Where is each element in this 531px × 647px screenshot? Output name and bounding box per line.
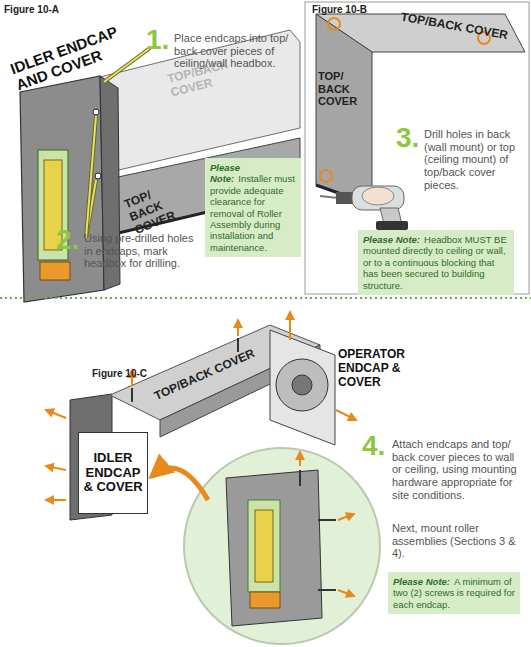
hand bbox=[362, 187, 394, 205]
part-label: OPERATOR ENDCAP & COVER bbox=[338, 348, 418, 389]
cover-piece bbox=[316, 14, 372, 205]
node-text: Please Note:Installer must provide adequ… bbox=[210, 162, 296, 253]
screw bbox=[299, 470, 301, 486]
screw bbox=[318, 589, 336, 591]
step-number: 1. bbox=[146, 24, 176, 56]
drill-bit bbox=[320, 196, 338, 198]
direction-arrow bbox=[299, 452, 301, 466]
step-text: Place endcaps into top/ back cover piece… bbox=[174, 32, 296, 70]
label-panel: IDLER ENDCAP & COVER bbox=[78, 432, 148, 514]
drill-battery bbox=[376, 221, 408, 230]
bracket-slot bbox=[255, 510, 273, 582]
separator bbox=[0, 297, 531, 299]
drill-hole bbox=[93, 109, 99, 115]
leader-line bbox=[86, 116, 96, 238]
direction-arrow bbox=[336, 410, 356, 420]
bracket-clip bbox=[40, 262, 70, 280]
node-label: Installer must provide adequate clearanc… bbox=[210, 173, 295, 252]
figure-frame bbox=[305, 2, 529, 294]
bracket-clip bbox=[250, 592, 280, 608]
node-text: Please Note:A minimum of two (2) screws … bbox=[393, 576, 515, 610]
node-label: IDLER ENDCAP & COVER bbox=[83, 450, 142, 495]
part-label: TOP/ BACK COVER bbox=[318, 70, 372, 108]
note-heading: Please Note: bbox=[363, 234, 420, 245]
step-text: Drill holes in back (wall mount) or top … bbox=[424, 128, 524, 191]
figure-label: Figure 10-B bbox=[312, 4, 402, 16]
curved-arrow bbox=[152, 468, 208, 500]
operator-endcap bbox=[270, 330, 335, 445]
note-heading: Please Note: bbox=[210, 162, 240, 184]
gear-hub bbox=[292, 375, 312, 395]
step-text: Next, mount roller assemblies (Sections … bbox=[392, 522, 520, 560]
figure-label: Figure 10-A bbox=[4, 4, 94, 16]
screw bbox=[237, 338, 239, 352]
note-heading: Please Note: bbox=[393, 576, 450, 587]
drill-chuck bbox=[336, 192, 354, 204]
step-text: Attach endcaps and top/ back cover piece… bbox=[392, 438, 524, 501]
drill-body bbox=[352, 186, 404, 210]
direction-arrow bbox=[46, 499, 66, 501]
node-text: Please Note:Headbox MUST BE mounted dire… bbox=[363, 234, 509, 291]
node-text: IDLER ENDCAP & COVER bbox=[82, 451, 144, 496]
step-text: Using pre-drilled holes in endcaps, mark… bbox=[84, 232, 196, 270]
direction-arrow bbox=[237, 320, 239, 336]
detail-circle bbox=[184, 448, 380, 644]
screw bbox=[131, 388, 133, 402]
hole-marker bbox=[320, 170, 332, 182]
leader-line bbox=[86, 116, 96, 238]
step-number: 4. bbox=[362, 430, 392, 462]
direction-arrow bbox=[289, 312, 291, 340]
direction-arrow bbox=[338, 590, 354, 596]
direction-arrow bbox=[46, 410, 66, 418]
note-box: Please Note:Installer must provide adequ… bbox=[205, 158, 301, 257]
hole-marker bbox=[328, 18, 340, 30]
step-number: 2. bbox=[56, 224, 86, 256]
screw bbox=[318, 519, 336, 521]
direction-arrow bbox=[338, 514, 354, 520]
endcap-detail bbox=[226, 470, 322, 626]
note-box: Please Note:Headbox MUST BE mounted dire… bbox=[358, 230, 514, 295]
drive-gear bbox=[276, 359, 328, 411]
figure-label: Figure 10-C bbox=[92, 368, 182, 380]
direction-arrow bbox=[46, 466, 66, 470]
drill-hole bbox=[95, 173, 101, 179]
note-box: Please Note:A minimum of two (2) screws … bbox=[388, 572, 520, 614]
step-number: 3. bbox=[396, 122, 426, 154]
roller-bracket bbox=[248, 500, 280, 592]
